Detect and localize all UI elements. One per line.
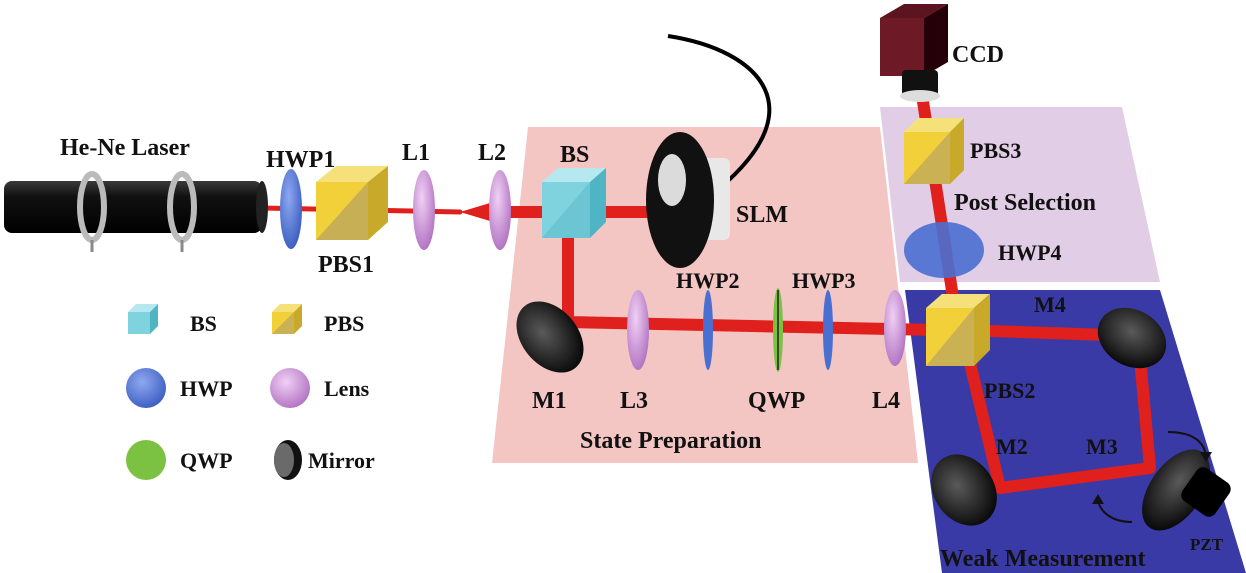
- region-title-state-preparation: State Preparation: [580, 428, 762, 454]
- hwp4-plate: [904, 222, 984, 278]
- label-hwp4: HWP4: [998, 240, 1062, 265]
- lens-icon: [270, 368, 310, 408]
- label-m1: M1: [532, 388, 567, 414]
- hwp1-plate: [280, 169, 302, 249]
- legend-item-bs: BS: [128, 304, 217, 336]
- slm-device: [646, 34, 772, 268]
- he-ne-laser: [4, 171, 268, 252]
- laser-mount-ring-2: [167, 171, 197, 252]
- laser-mount-ring-1: [77, 171, 107, 252]
- half-wave-plate-icon: [126, 368, 166, 408]
- l2-lens: [489, 170, 511, 250]
- label-m3: M3: [1086, 434, 1118, 459]
- region-title-post-selection: Post Selection: [954, 190, 1096, 216]
- legend-label-pbs: PBS: [324, 311, 364, 336]
- label-slm: SLM: [736, 202, 788, 228]
- label-hwp1: HWP1: [266, 147, 335, 173]
- quarter-wave-plate-icon: [126, 440, 166, 480]
- label-l1: L1: [402, 140, 430, 166]
- bs-cube-top: [542, 168, 606, 238]
- hwp2-plate: [703, 290, 713, 370]
- m3-mirror-pzt: [1142, 449, 1231, 531]
- legend-item-qwp: QWP: [126, 440, 233, 480]
- label-ccd: CCD: [952, 42, 1004, 68]
- legend-item-lens: Lens: [270, 368, 370, 408]
- legend-item-pbs: PBS: [272, 304, 364, 336]
- polarizing-beam-splitter-icon: [272, 304, 302, 334]
- m2-mirror: [931, 454, 997, 526]
- label-l4: L4: [872, 388, 900, 414]
- label-m2: M2: [996, 434, 1028, 459]
- legend-item-mirror: Mirror: [274, 440, 375, 480]
- label-pzt: PZT: [1190, 535, 1224, 554]
- label-bs: BS: [560, 142, 589, 168]
- m4-mirror: [1097, 307, 1167, 369]
- beam-splitter-icon: [128, 304, 158, 334]
- l4-lens: [884, 290, 906, 366]
- mirror-icon: [274, 440, 302, 480]
- legend-label-mirror: Mirror: [308, 448, 375, 473]
- pbs2-cube: [926, 294, 990, 366]
- legend-label-lens: Lens: [324, 376, 370, 401]
- pbs1-cube: [316, 166, 388, 240]
- label-hwp2: HWP2: [676, 268, 740, 293]
- label-he-ne-laser: He-Ne Laser: [60, 135, 190, 161]
- label-pbs3: PBS3: [970, 138, 1021, 163]
- label-pbs1: PBS1: [318, 252, 374, 278]
- label-l3: L3: [620, 388, 648, 414]
- ccd-camera: [880, 4, 948, 102]
- legend: BS PBS HWP Lens QWP: [126, 304, 375, 480]
- legend-label-qwp: QWP: [180, 448, 233, 473]
- label-hwp3: HWP3: [792, 268, 856, 293]
- m1-mirror: [516, 301, 584, 373]
- l1-lens: [413, 170, 435, 250]
- label-m4: M4: [1034, 292, 1066, 317]
- legend-item-hwp: HWP: [126, 368, 233, 408]
- hwp3-plate: [823, 290, 833, 370]
- label-qwp: QWP: [748, 388, 805, 414]
- legend-label-hwp: HWP: [180, 376, 233, 401]
- label-pbs2: PBS2: [984, 378, 1035, 403]
- label-l2: L2: [478, 140, 506, 166]
- legend-label-bs: BS: [190, 311, 217, 336]
- pbs3-cube: [904, 118, 964, 184]
- region-title-weak-measurement: Weak Measurement: [940, 546, 1146, 572]
- l3-lens: [627, 290, 649, 370]
